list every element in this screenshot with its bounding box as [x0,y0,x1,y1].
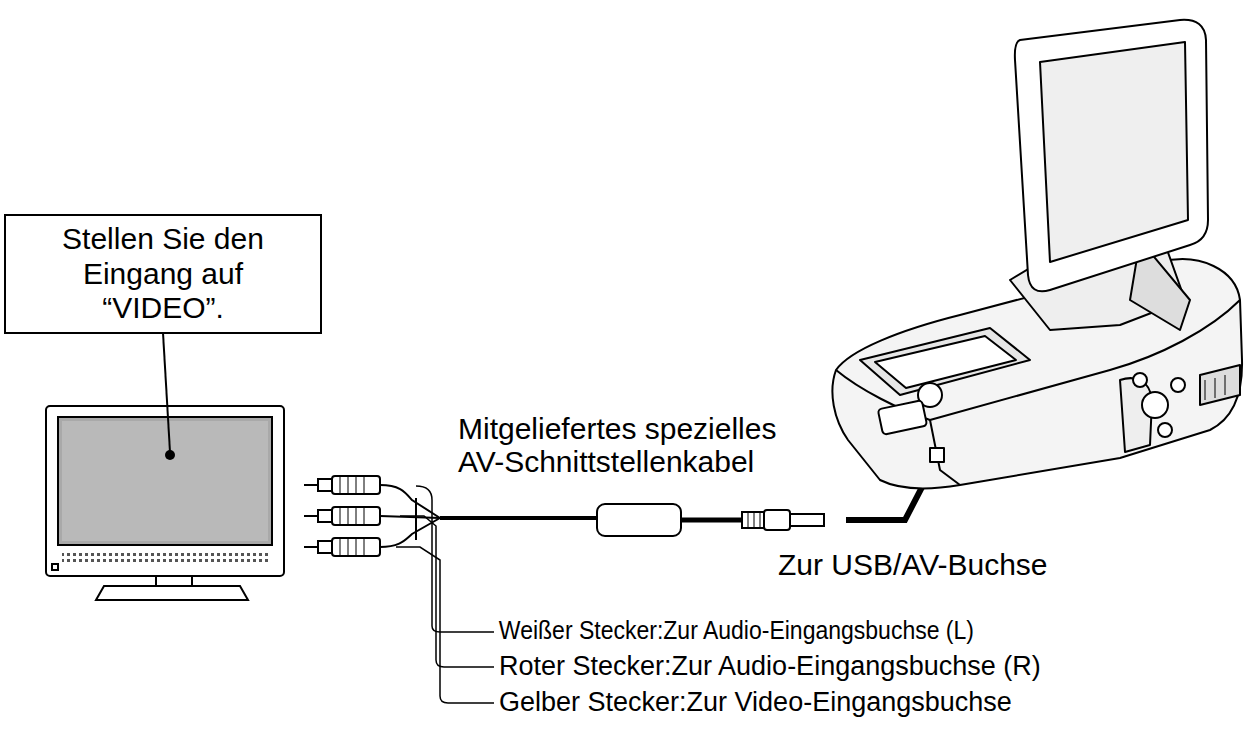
leader-dot [165,450,175,460]
av-connector [742,510,824,530]
callout-text-wrap: Stellen Sie den Eingang auf “VIDEO”. [36,222,290,326]
rca-plugs [304,476,380,556]
jack-label: Zur USB/AV-Buchse [776,548,1050,581]
television [46,406,284,600]
cable-label: Mitgeliefertes spezielles AV-Schnittstel… [456,412,820,478]
camera-screen [1015,20,1208,292]
callout-box: Stellen Sie den Eingang auf “VIDEO”. [4,214,322,334]
leader-line [163,333,170,452]
plug-leaders [396,486,494,703]
plug-label: Roter Stecker:Zur Audio-Eingangsbuchse (… [497,652,1043,682]
plug-label: Gelber Stecker:Zur Video-Eingangsbuchse [497,688,1014,718]
ferrite-core [597,504,681,536]
plug-label: Weißer Stecker:Zur Audio-Eingangsbuchse … [497,617,976,645]
callout-text: Stellen Sie den Eingang auf “VIDEO”. [36,222,290,326]
